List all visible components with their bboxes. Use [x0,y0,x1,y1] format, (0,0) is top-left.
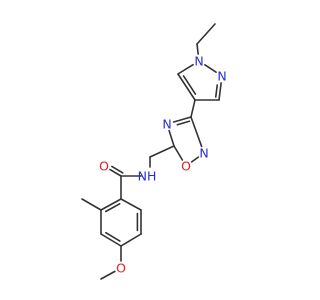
bond-c4p-c5p [177,73,196,101]
bond-n4o-c5o [168,129,175,147]
atom-label-n2o: N [199,146,208,161]
bond-c3o-n4o-inner [176,120,191,126]
bond-b1-b2-inner [104,203,121,213]
bond-c5p-n1p [177,63,194,75]
bond-b6-b1 [120,198,142,211]
bond-c_et2-c_et1 [196,23,216,45]
bonds-layer [81,23,222,280]
atom-label-n1p: N [194,54,203,69]
bond-c5o-ch2 [149,145,175,158]
atom-label-o_am: O [99,159,109,174]
atom-label-n2p: N [217,69,226,84]
bond-b2-me [81,198,102,211]
bond-c_et1-n1p [196,43,199,55]
atom-label-o1o: O [181,159,191,174]
bond-o1o-n2o [190,156,200,163]
bond-c4p-c5p-inner [182,75,197,95]
bond-b1-b2 [100,198,122,211]
bond-b3-b4-inner [105,231,121,242]
bond-c3o-n4o [172,116,192,123]
bond-c_am-o_am-second [111,165,124,174]
atom-label-n4o: N [162,117,171,132]
bond-c5o-o1o [173,145,184,161]
bond-n2o-c3o [190,116,203,148]
bond-n1p-n2p [204,64,217,73]
atom-label-nh: NH [138,169,157,184]
bond-n2p-c3p-inner [214,84,219,98]
bond-o_me-c_ome [100,270,116,280]
bond-n2p-c3p [218,82,222,101]
bond-c4p-c3o [190,99,196,118]
bond-c_am-o_am [109,168,122,177]
bond-b4-b5 [120,233,142,247]
bond-b3-b4 [100,233,122,247]
atom-label-o_me: O [116,261,126,276]
